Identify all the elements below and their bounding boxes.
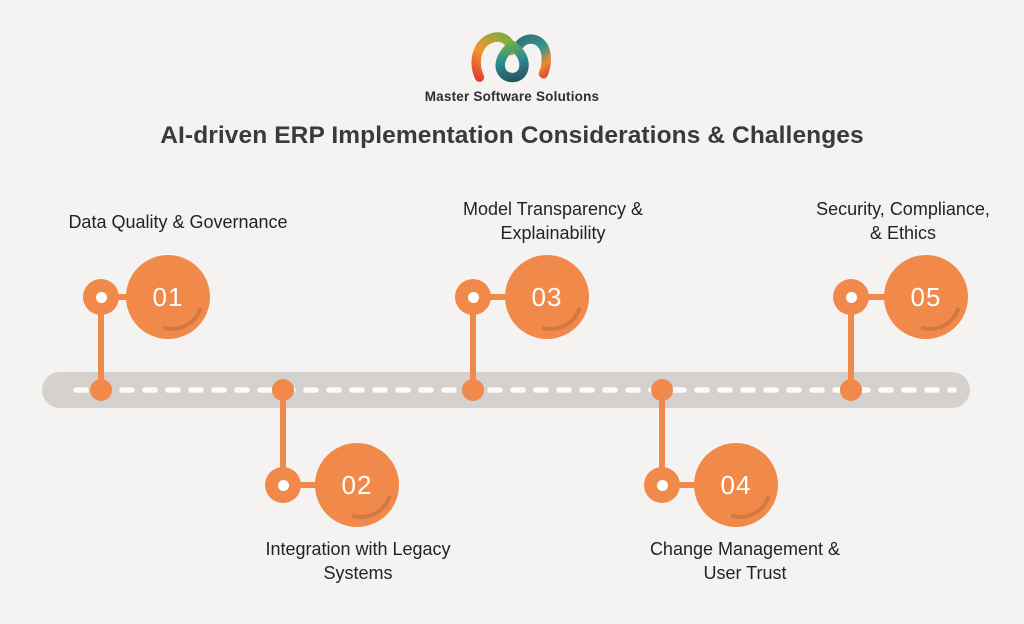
node-number-circle: 04 [694, 443, 784, 531]
node-label: Model Transparency & Explainability [462, 199, 644, 243]
node-number: 03 [531, 282, 563, 312]
node-label: Data Quality & Governance [68, 212, 288, 232]
node-number-circle: 01 [126, 255, 216, 343]
track-dot [651, 379, 673, 401]
node-small-circle [833, 279, 869, 315]
timeline-dashed-line [73, 387, 957, 393]
ribbon-m-logo-icon [471, 32, 551, 83]
node-small-circle [644, 467, 680, 503]
small-circle-dot [277, 479, 289, 491]
node-small-circle [455, 279, 491, 315]
node-label: Security, Compliance, & Ethics [816, 199, 990, 243]
small-circle-dot [656, 479, 668, 491]
track-dot [840, 379, 862, 401]
page-title: AI-driven ERP Implementation Considerati… [160, 122, 864, 149]
node-number: 04 [720, 470, 752, 500]
node-number-circle: 03 [505, 255, 595, 343]
node-connector-line [848, 297, 854, 390]
track-dot [90, 379, 112, 401]
track-dot [462, 379, 484, 401]
node-label: Integration with Legacy Systems [265, 539, 451, 583]
brand-name: Master Software Solutions [424, 89, 600, 104]
small-circle-dot [467, 291, 479, 303]
node-label: Change Management & User Trust [649, 539, 841, 583]
node-number-circle: 02 [315, 443, 405, 531]
node-small-circle [83, 279, 119, 315]
small-circle-dot [845, 291, 857, 303]
track-dot [272, 379, 294, 401]
node-number-circle: 05 [884, 255, 974, 343]
node-small-circle [265, 467, 301, 503]
node-connector-line [280, 390, 286, 485]
node-number: 01 [152, 282, 184, 312]
small-circle-dot [95, 291, 107, 303]
node-connector-line [659, 390, 665, 485]
node-connector-line [470, 297, 476, 390]
node-number: 02 [341, 470, 373, 500]
node-connector-line [98, 297, 104, 390]
node-number: 05 [910, 282, 942, 312]
